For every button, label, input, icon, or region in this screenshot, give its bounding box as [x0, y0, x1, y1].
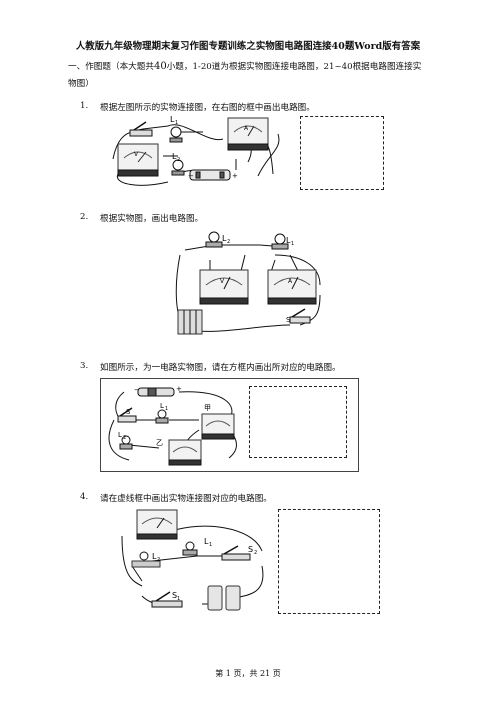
q4-label-L2: L: [152, 552, 157, 561]
q2-label-S: S: [286, 316, 291, 324]
section-heading: 一、作图题（本大题共40小题，1-20道为根据实物图连接电路图，21~40根据电…: [68, 58, 428, 93]
q1-label-L2: L: [172, 152, 177, 161]
q1-label-minus: −: [188, 172, 194, 180]
q2-label-L: L: [222, 234, 227, 243]
q4-label-s2: 2: [254, 550, 257, 556]
page-footer: 第 1 页，共 21 页: [215, 669, 281, 678]
q3-label-minus: −: [134, 386, 140, 394]
section-pre: 一、作图题（本大题共: [68, 62, 154, 72]
q1-text: 根据左图所示的实物连接图，在右图的框中画出电路图。: [100, 103, 315, 113]
q3-label-2: 2: [123, 435, 126, 441]
q4-label-S1: S: [172, 591, 177, 600]
q2-label-A: A: [288, 278, 293, 285]
q1-label-plus: +: [232, 172, 238, 180]
q3-label-S: S: [126, 408, 131, 416]
section-count: 40: [153, 61, 167, 72]
q2-figure: L 2 L 1 S V A: [175, 231, 321, 335]
q4-answer-box[interactable]: [278, 509, 380, 614]
q3-text: 如图所示，为一电路实物图，请在方框内画出所对应的电路图。: [100, 363, 341, 373]
q3-label-1: 1: [165, 406, 168, 412]
q1-number: 1.: [80, 101, 89, 111]
q3-label-jia: 甲: [204, 404, 211, 412]
q4-label-2: 2: [157, 557, 160, 563]
q3-answer-box[interactable]: [249, 386, 347, 458]
q4-label-s1: 1: [177, 596, 180, 602]
q1-label-2: 2: [177, 157, 180, 163]
q3-label-yi: 乙: [156, 439, 163, 447]
q3-figure: − + L 1 S 甲 L 2 乙: [108, 385, 237, 466]
q3-label-plus: +: [176, 385, 182, 393]
q2-label-L1: L: [286, 236, 291, 245]
q3-label-L: L: [160, 402, 164, 410]
q1-label-V: V: [134, 151, 139, 158]
q4-label-L: L: [204, 537, 209, 546]
section-post: 小题，1-20道为根据实物图连接电路图，21~40根据电路图连接实物图）: [68, 62, 422, 89]
document-title: 人教版九年级物理期末复习作图专题训练之实物图电路图连接40题Word版有答案: [75, 41, 421, 52]
q2-label-2: 2: [227, 239, 230, 245]
q4-label-1: 1: [209, 542, 212, 548]
q1-label-1: 1: [175, 120, 178, 126]
q2-label-1: 1: [291, 241, 294, 247]
q1-figure: L 1 L 2 V A − +: [112, 115, 280, 186]
q4-number: 4.: [80, 492, 89, 502]
q2-label-V: V: [220, 278, 225, 285]
q1-label-A: A: [244, 125, 249, 132]
q4-figure: L 1 L 2 S 2 S 1: [121, 509, 264, 611]
q2-text: 根据实物图，画出电路图。: [100, 214, 204, 224]
q1-label-L: L: [170, 115, 175, 124]
q1-answer-box[interactable]: [300, 116, 384, 190]
q4-label-S: S: [248, 545, 253, 554]
q3-frame: [100, 378, 359, 472]
q3-label-L2: L: [118, 431, 122, 439]
q2-number: 2.: [80, 212, 89, 222]
q4-text: 请在虚线框中画出实物连接图对应的电路图。: [100, 494, 272, 504]
q3-number: 3.: [80, 361, 89, 371]
